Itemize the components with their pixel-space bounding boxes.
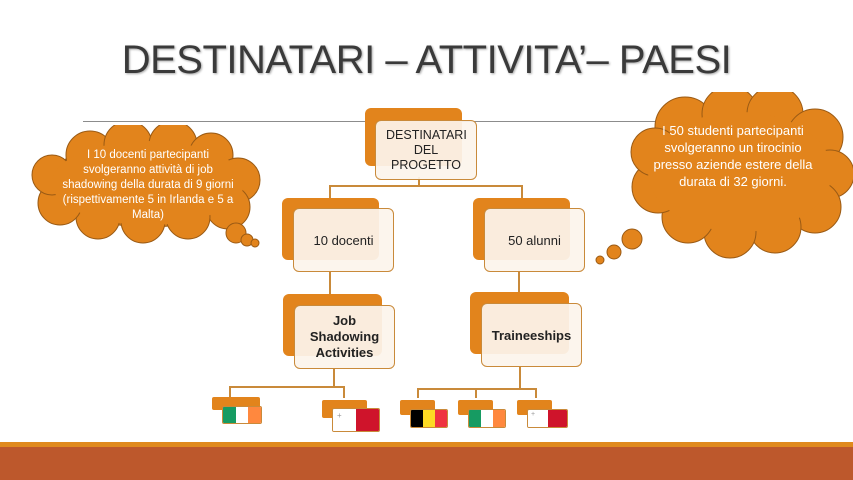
node-docenti-label: 10 docenti [313,232,374,248]
node-job-shadowing: Job Shadowing Activities [283,294,395,370]
thought-cloud-right [595,92,853,265]
connector [417,388,537,390]
connector [333,368,335,386]
footer-bar [0,447,853,480]
connector [343,386,345,398]
connector [417,388,419,398]
node-box: 10 docenti [293,208,394,272]
connector [418,177,420,186]
connector [329,185,522,187]
connector [229,386,345,388]
node-box: 50 alunni [484,208,585,272]
node-docenti: 10 docenti [282,198,394,274]
node-alunni: 50 alunni [473,198,585,274]
root-node: DESTINATARI DEL PROGETTO [365,108,477,180]
thought-cloud-left [31,125,261,248]
connector [329,272,331,295]
node-box: Job Shadowing Activities [294,305,395,369]
connector [518,272,520,295]
connector [535,388,537,398]
node-box: DESTINATARI DEL PROGETTO [375,120,477,180]
node-traineeships-label: Traineeships [491,327,572,343]
connector [229,386,231,398]
node-traineeships: Traineeships [470,292,582,368]
connector [329,185,331,201]
footer-stripe [0,442,853,447]
node-job-shadowing-label: Job Shadowing Activities [309,313,380,360]
callout-right-text: I 50 studenti partecipanti svolgeranno u… [653,123,813,189]
node-alunni-label: 50 alunni [508,232,561,248]
root-node-label: DESTINATARI DEL PROGETTO [386,127,467,172]
connector [521,185,523,201]
slide-title: DESTINATARI – ATTIVITA’– PAESI [121,38,732,82]
connector [519,366,521,388]
node-box: Traineeships [481,303,582,367]
callout-left-text: I 10 docenti partecipanti svolgeranno at… [62,149,234,221]
connector [475,388,477,398]
